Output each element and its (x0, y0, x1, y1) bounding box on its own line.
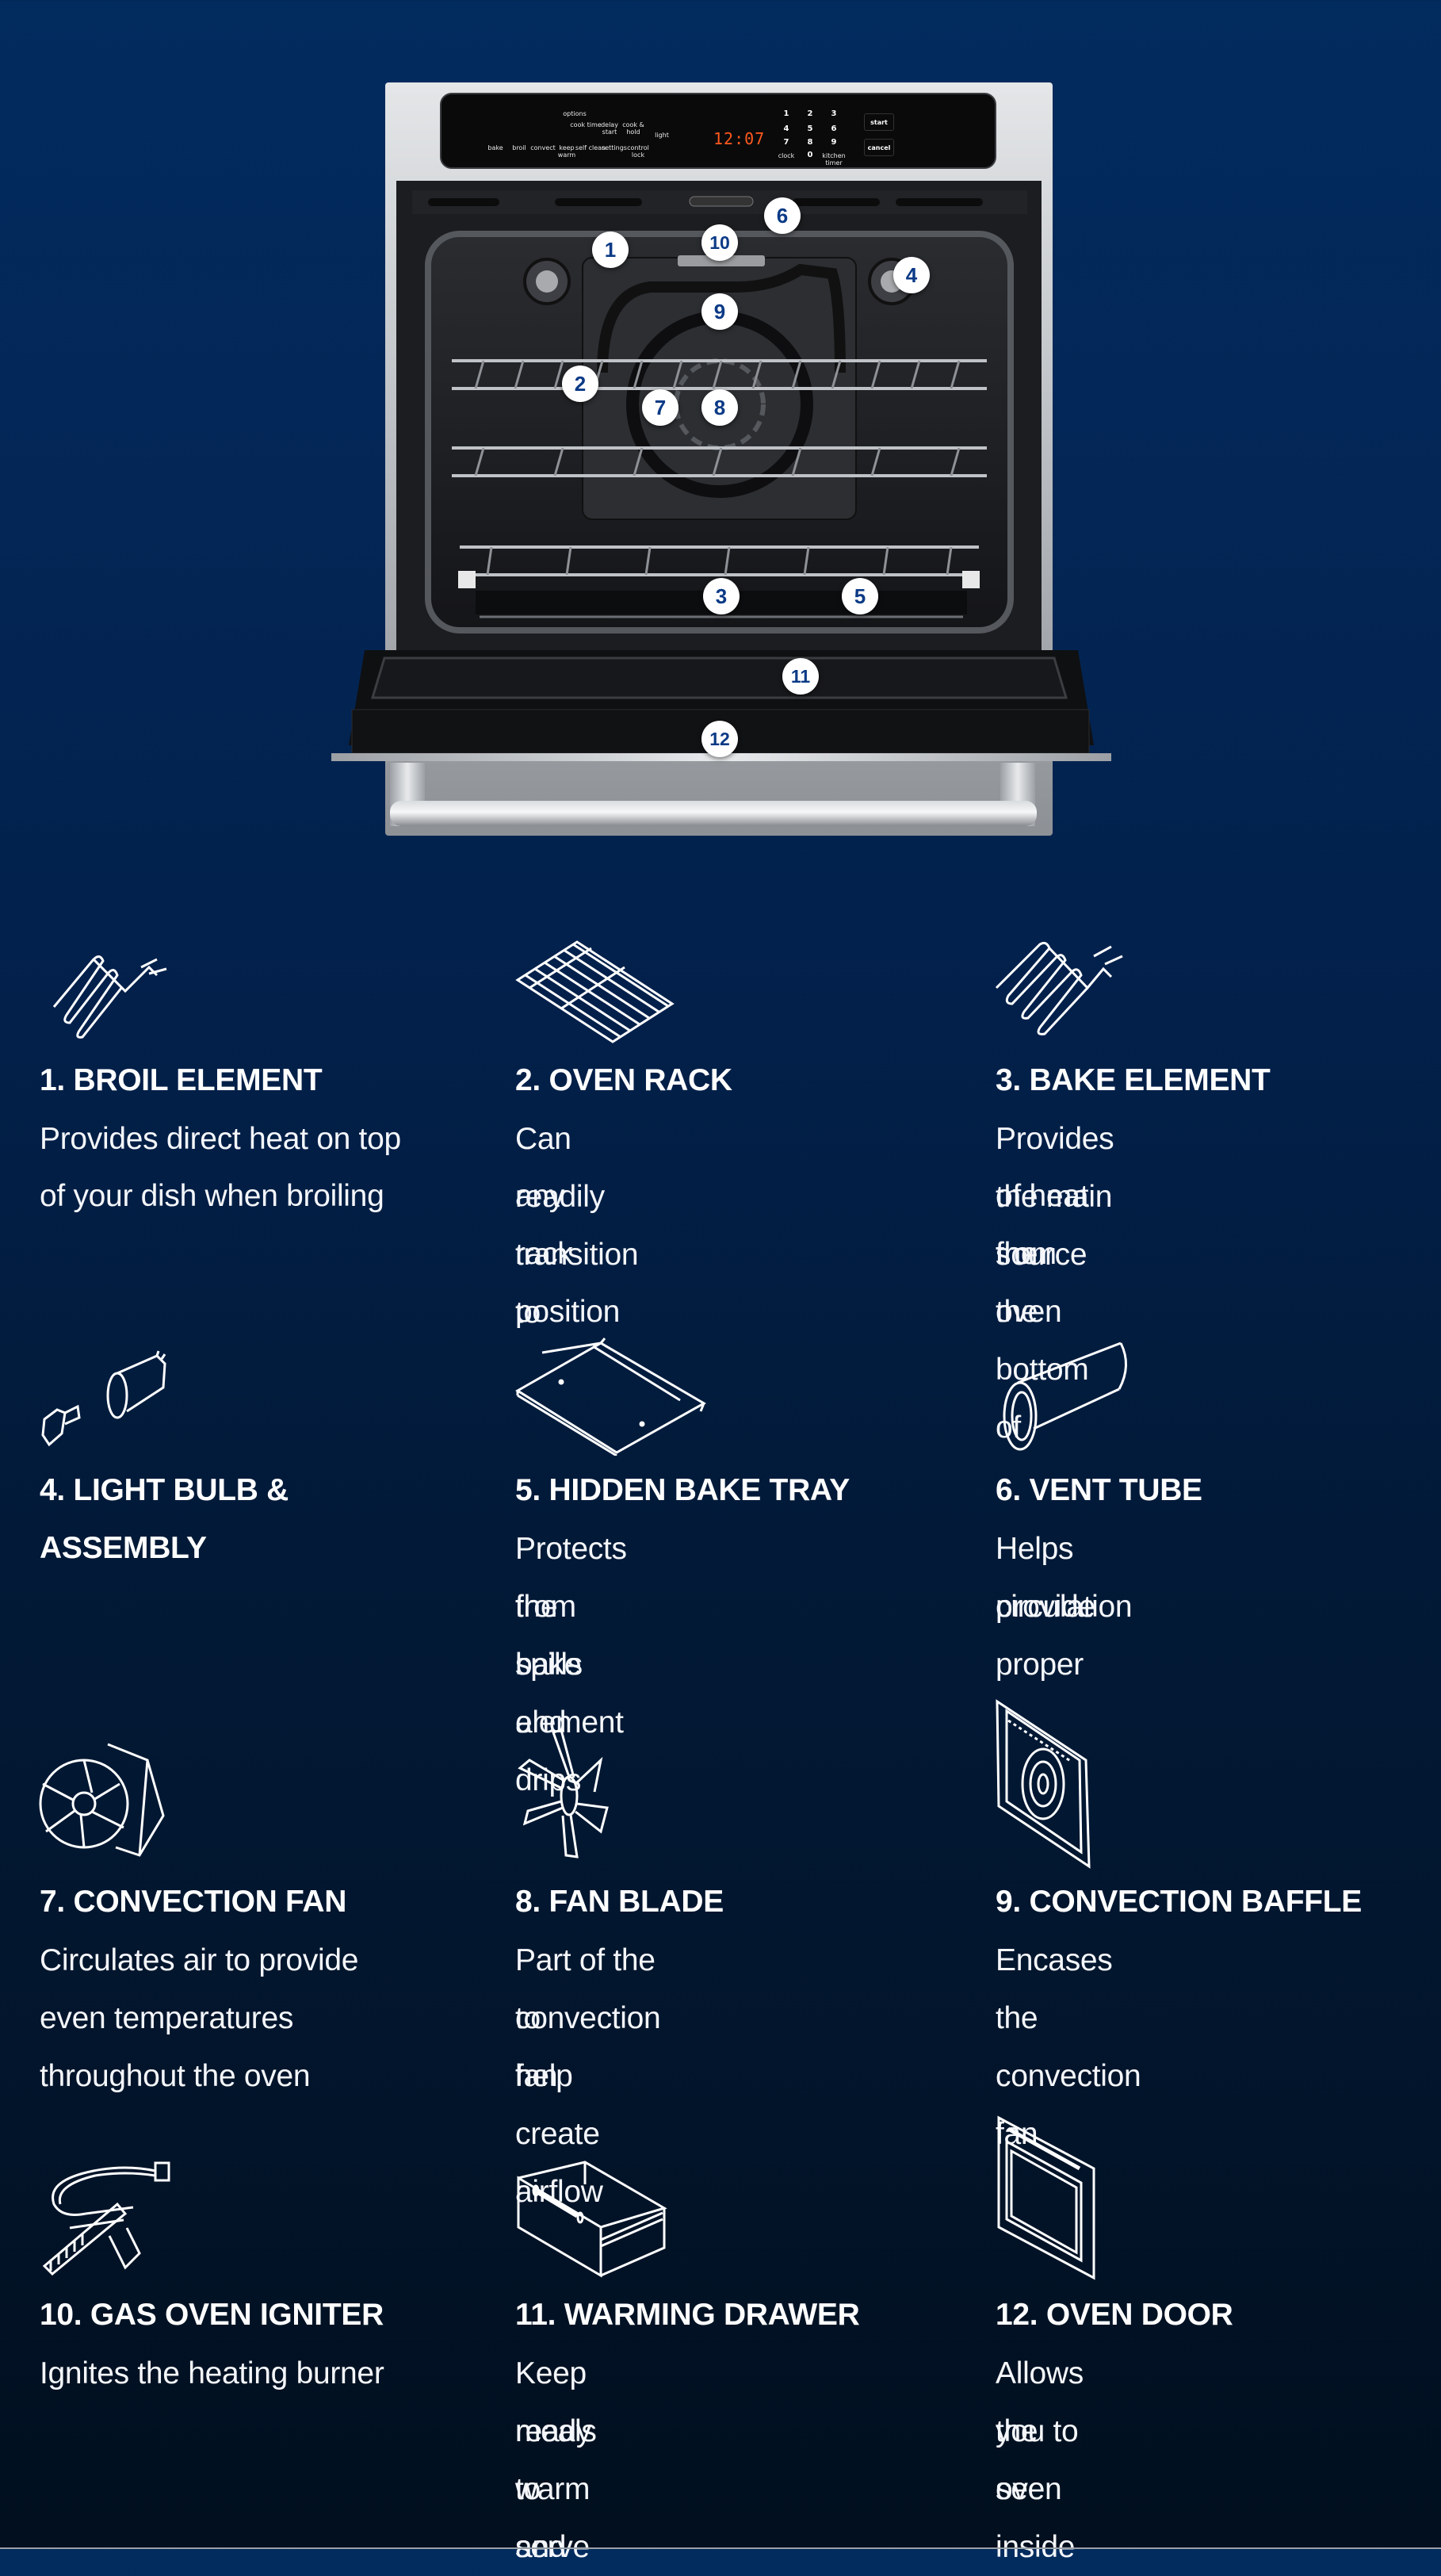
broil-element-icon (52, 955, 167, 1039)
callout-2: 2 (562, 366, 598, 402)
broil-key[interactable]: broil (512, 144, 526, 151)
bake-element-icon (995, 941, 1123, 1035)
part-desc-line: ready to serve (515, 2414, 592, 2564)
part-desc-line: any rack position (515, 1179, 621, 1329)
options-label: options (563, 110, 587, 117)
part-desc-line: of your dish when broiling (40, 1179, 384, 1213)
part-desc-line: the oven (996, 2414, 1062, 2506)
keep-warm-key[interactable]: keep warm (557, 144, 576, 159)
part-title: 2. OVEN RACK (515, 1063, 732, 1097)
numpad-4[interactable]: 4 (783, 124, 789, 133)
numpad-2[interactable]: 2 (807, 109, 813, 118)
convect-key[interactable]: convect (530, 144, 556, 151)
part-desc-line: Provides the main source (996, 1122, 1114, 1272)
callout-8: 8 (701, 389, 738, 426)
cancel-button[interactable]: cancel (864, 139, 894, 156)
oven-door-icon (997, 2115, 1095, 2280)
vent-tube-icon (1003, 1342, 1127, 1451)
part-desc-line: throughout the oven (40, 2059, 311, 2093)
part-desc-line: Part of the convection fan (515, 1943, 661, 2093)
part-desc-line: Keep meals warm and (515, 2356, 597, 2564)
cook-time-key[interactable]: cook time (570, 121, 602, 128)
light-bulb-icon (41, 1350, 166, 1447)
part-desc-line: from spills and drips (515, 1590, 583, 1797)
callout-5: 5 (842, 578, 878, 614)
part-desc-line: circulation (996, 1590, 1133, 1624)
cook-hold-key[interactable]: cook & hold (622, 121, 644, 136)
callout-1: 1 (592, 232, 629, 268)
part-title: 10. GAS OVEN IGNITER (40, 2298, 384, 2332)
part-title: 11. WARMING DRAWER (515, 2298, 860, 2332)
part-desc-line: Can readily transition to (515, 1122, 639, 1330)
start-button[interactable]: start (864, 113, 894, 131)
settings-key[interactable]: settings (602, 144, 627, 151)
numpad-3[interactable]: 3 (831, 109, 837, 118)
convection-baffle-icon (996, 1699, 1091, 1869)
kitchen-timer-key[interactable]: kitchen timer (822, 152, 846, 167)
callout-4: 4 (893, 257, 930, 293)
gas-igniter-icon (42, 2161, 170, 2276)
numpad-8[interactable]: 8 (807, 138, 813, 147)
part-title: 3. BAKE ELEMENT (996, 1063, 1271, 1097)
part-desc-line: to help create airflow (515, 2001, 603, 2209)
part-desc-line: Ignites the heating burner (40, 2356, 384, 2390)
bake-tray-icon (515, 1338, 707, 1456)
part-title: ASSEMBLY (40, 1531, 207, 1565)
numpad-5[interactable]: 5 (807, 124, 813, 133)
part-desc-line: Allows you to see inside (996, 2356, 1084, 2564)
oven-diagram: options cook time delay start cook & hol… (0, 0, 1441, 840)
control-lock-key[interactable]: control lock (627, 144, 649, 159)
part-title: 8. FAN BLADE (515, 1885, 724, 1919)
bottom-divider (0, 2547, 1441, 2549)
oven-rack-icon (515, 940, 675, 1043)
fan-blade-icon (518, 1728, 609, 1858)
self-clean-key[interactable]: self clean (575, 144, 606, 151)
numpad-6[interactable]: 6 (831, 124, 837, 133)
light-key[interactable]: light (655, 132, 669, 139)
part-title: 5. HIDDEN BAKE TRAY (515, 1473, 850, 1507)
part-desc-line: Circulates air to provide (40, 1943, 359, 1977)
callout-12: 12 (701, 721, 738, 757)
callout-7: 7 (642, 389, 678, 426)
part-title: 6. VENT TUBE (996, 1473, 1202, 1507)
numpad-7[interactable]: 7 (783, 138, 789, 147)
part-title: 9. CONVECTION BAFFLE (996, 1885, 1363, 1919)
callout-3: 3 (703, 578, 740, 614)
part-desc-line: the oven (996, 1237, 1062, 1329)
part-desc-line: Provides direct heat on top (40, 1122, 401, 1156)
bake-key[interactable]: bake (487, 144, 503, 151)
part-desc-line: Helps provide proper (996, 1532, 1095, 1682)
part-title: 1. BROIL ELEMENT (40, 1063, 323, 1097)
part-desc-line: even temperatures (40, 2001, 294, 2035)
callout-6: 6 (764, 197, 801, 234)
part-desc-line: of heat from the bottom of (996, 1179, 1089, 1445)
part-title: 12. OVEN DOOR (996, 2298, 1233, 2332)
numpad-1[interactable]: 1 (783, 109, 789, 118)
callout-9: 9 (701, 293, 738, 330)
part-title: 4. LIGHT BULB & (40, 1473, 289, 1507)
warming-drawer-icon (517, 2161, 667, 2278)
delay-start-key[interactable]: delay start (601, 121, 618, 136)
part-title: 7. CONVECTION FAN (40, 1885, 347, 1919)
numpad-9[interactable]: 9 (831, 138, 837, 147)
clock-key[interactable]: clock (778, 152, 795, 159)
numpad-0[interactable]: 0 (807, 151, 813, 159)
clock-display: 12:07 (713, 129, 766, 148)
part-desc-line: Protects the bake element (515, 1532, 627, 1740)
callout-10: 10 (701, 224, 738, 261)
part-desc-line: Encases the convection fan (996, 1943, 1141, 2151)
callout-11: 11 (782, 658, 819, 695)
convection-fan-icon (39, 1743, 165, 1857)
